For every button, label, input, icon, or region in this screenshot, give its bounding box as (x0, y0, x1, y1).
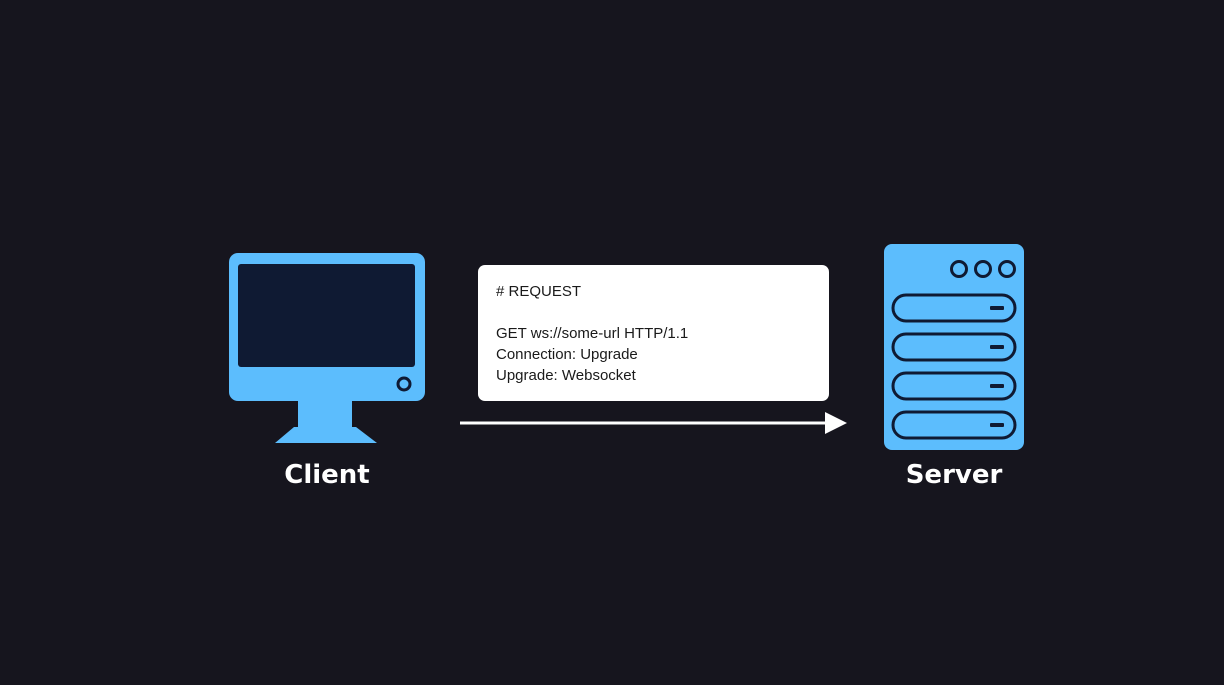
monitor-icon (229, 253, 425, 443)
client-label: Client (284, 460, 370, 490)
request-arrow (460, 412, 847, 434)
server-rack-icon (884, 244, 1024, 450)
request-box: # REQUEST GET ws://some-url HTTP/1.1 Con… (478, 265, 829, 401)
request-line: GET ws://some-url HTTP/1.1 (496, 325, 689, 342)
request-heading: # REQUEST (496, 283, 582, 300)
server-label: Server (905, 460, 1003, 490)
request-line: Upgrade: Websocket (496, 367, 636, 384)
arrowhead-icon (825, 412, 847, 434)
server-drive (891, 293, 1017, 440)
request-line: Connection: Upgrade (496, 346, 638, 363)
